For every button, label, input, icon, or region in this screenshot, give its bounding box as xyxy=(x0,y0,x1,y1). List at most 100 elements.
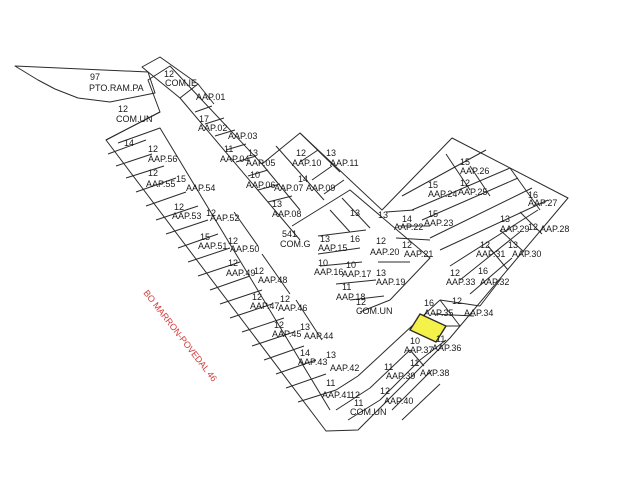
unit-label: COM.IE xyxy=(165,78,197,88)
unit-labels: 97 PTO.RAM.PA 12 COM.IE AAP.01 12 COM.UN… xyxy=(89,69,569,417)
unit-label: AAP.52 xyxy=(210,213,239,223)
unit-label: AAP.03 xyxy=(228,131,257,141)
unit-label: 12 xyxy=(148,168,158,178)
unit-label: AAP.16 xyxy=(314,267,343,277)
unit-label: AAP.24 xyxy=(428,189,457,199)
central-block xyxy=(291,189,431,313)
unit-label: 13 xyxy=(326,148,336,158)
unit-label: 12 xyxy=(252,292,262,302)
unit-label: AAP.07 xyxy=(274,183,303,193)
unit-label: 541 xyxy=(282,229,297,239)
unit-label: AAP.34 xyxy=(464,308,493,318)
unit-label: AAP.48 xyxy=(258,275,287,285)
unit-label: 15 xyxy=(428,180,438,190)
unit-label: 12 xyxy=(452,296,462,306)
unit-label: AAP.47 xyxy=(250,301,279,311)
unit-label: AAP.36 xyxy=(432,343,461,353)
unit-label: AAP.37 xyxy=(404,345,433,355)
left-unit-strip xyxy=(105,111,337,411)
unit-label: 11 xyxy=(354,398,363,408)
unit-label: AAP.17 xyxy=(342,269,371,279)
unit-label: 11 xyxy=(436,334,445,344)
unit-label: 10 xyxy=(318,258,328,268)
unit-label: AAP.21 xyxy=(404,249,433,259)
unit-label: COM.UN xyxy=(116,114,153,124)
upper-central-strip xyxy=(179,83,345,241)
unit-label: AAP.42 xyxy=(330,363,359,373)
unit-label: 13 xyxy=(248,148,258,158)
unit-label: 12 xyxy=(350,390,360,400)
unit-label: AAP.02 xyxy=(198,123,227,133)
unit-label: 12 xyxy=(254,266,264,276)
unit-label: AAP.38 xyxy=(420,368,449,378)
highlighted-unit[interactable] xyxy=(408,313,448,343)
ramp-outline xyxy=(14,65,156,103)
unit-label: AAP.27 xyxy=(528,198,557,208)
unit-label: 12 xyxy=(376,236,386,246)
unit-label: AAP.49 xyxy=(226,268,255,278)
unit-label: 13 xyxy=(378,210,388,220)
unit-label: 15 xyxy=(176,174,186,184)
unit-label: AAP.40 xyxy=(384,396,413,406)
unit-label: 11 xyxy=(342,282,351,292)
unit-label: AAP.44 xyxy=(304,331,333,341)
unit-label: AAP.51 xyxy=(198,241,227,251)
unit-label: 15 xyxy=(200,232,210,242)
unit-label: 12 xyxy=(174,202,184,212)
unit-label: 13 xyxy=(500,214,510,224)
unit-label: 10 xyxy=(346,260,356,270)
unit-label: COM.UN xyxy=(356,306,393,316)
unit-label: AAP.18 xyxy=(336,292,365,302)
unit-label: 14 xyxy=(124,138,134,148)
unit-label: 13 xyxy=(508,240,518,250)
unit-label: 11 xyxy=(326,378,335,388)
unit-label: AAP.20 xyxy=(370,247,399,257)
unit-label: AAP.30 xyxy=(512,249,541,259)
unit-label: 14 xyxy=(402,214,412,224)
unit-label: AAP.08 xyxy=(272,209,301,219)
unit-label: AAP.54 xyxy=(186,183,215,193)
unit-label: AAP.45 xyxy=(272,329,301,339)
unit-label: 14 xyxy=(298,174,308,184)
unit-label: 13 xyxy=(320,234,330,244)
unit-label: AAP.56 xyxy=(148,154,177,164)
unit-label: 16 xyxy=(478,266,488,276)
parcel-outlines xyxy=(14,56,569,432)
unit-label: 13 xyxy=(350,208,360,218)
unit-label: AAP.29 xyxy=(500,224,529,234)
unit-label: 13 xyxy=(300,322,310,332)
unit-label: AAP.06 xyxy=(246,180,275,190)
unit-label: 16 xyxy=(350,234,360,244)
unit-label: 10 xyxy=(250,170,260,180)
unit-label: AAP.28 xyxy=(540,224,569,234)
unit-label: 12 xyxy=(296,148,306,158)
unit-label: AAP.32 xyxy=(480,277,509,287)
unit-label: 16 xyxy=(424,298,434,308)
unit-label: 17 xyxy=(199,114,209,124)
unit-label: 12 xyxy=(148,144,158,154)
unit-label: 13 xyxy=(326,350,336,360)
unit-label: 12 xyxy=(380,386,390,396)
unit-label: AAP.39 xyxy=(386,371,415,381)
unit-label: 15 xyxy=(428,209,438,219)
unit-label: AAP.50 xyxy=(230,244,259,254)
unit-label: 12 xyxy=(402,240,412,250)
unit-label: 12 xyxy=(356,297,366,307)
unit-label: AAP.05 xyxy=(246,158,275,168)
unit-label: AAP.23 xyxy=(424,218,453,228)
unit-label: AAP.55 xyxy=(146,179,175,189)
unit-label: AAP.26 xyxy=(460,166,489,176)
unit-label: AAP.10 xyxy=(292,158,321,168)
unit-label: 11 xyxy=(224,144,233,154)
unit-label: 12 xyxy=(480,240,490,250)
unit-label: 12 xyxy=(164,69,174,79)
unit-label: 12 xyxy=(228,258,238,268)
unit-label: AAP.46 xyxy=(278,303,307,313)
unit-label: COM.G xyxy=(280,239,311,249)
unit-label: 11 xyxy=(410,358,419,368)
unit-label: 15 xyxy=(460,157,470,167)
unit-label: AAP.33 xyxy=(446,277,475,287)
unit-label: AAP.53 xyxy=(172,211,201,221)
